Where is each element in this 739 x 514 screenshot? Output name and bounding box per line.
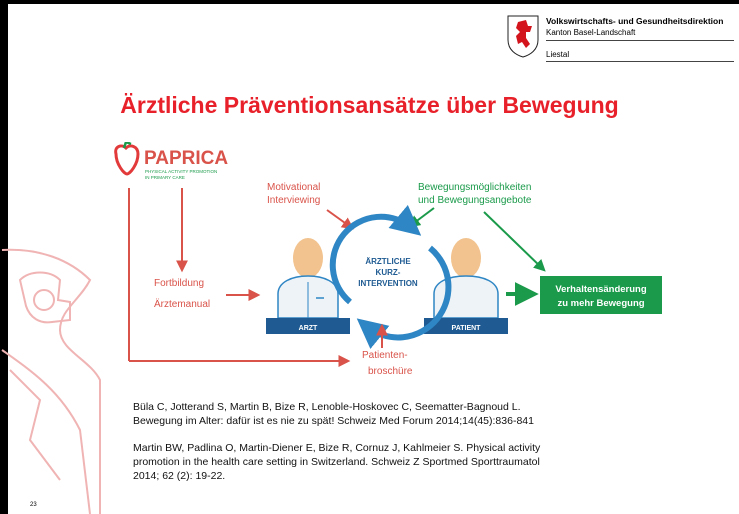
doctor-icon	[277, 238, 339, 319]
arzt-label: ARZT	[299, 325, 318, 332]
arrow-bewegung-center	[408, 207, 435, 228]
outcome-box	[540, 276, 662, 314]
fortbildung-label-1: Fortbildung	[154, 278, 204, 289]
patient-label: PATIENT	[452, 325, 482, 332]
reference-item: Büla C, Jotterand S, Martin B, Bize R, L…	[133, 401, 534, 427]
bewegung-label-1: Bewegungsmöglichkeiten	[418, 182, 531, 193]
canton-name: Kanton Basel-Landschaft	[546, 28, 636, 37]
arzt-label-box	[266, 318, 350, 334]
broschuere-label-1: Patienten-	[362, 350, 408, 361]
paprica-diagram: PAPRICA PHYSICAL ACTIVITY PROMOTION IN P…	[114, 142, 662, 377]
outcome-label-2: zu mehr Bewegung	[557, 298, 644, 309]
slide-title: Ärztliche Präventionsansätze über Bewegu…	[120, 92, 619, 118]
arrow-motivational	[326, 209, 354, 230]
org-name: Volkswirtschafts- und Gesundheitsdirekti…	[546, 16, 724, 26]
bewegung-label-2: und Bewegungsangebote	[418, 195, 532, 206]
patient-label-box	[424, 318, 508, 334]
page-number: 23	[30, 502, 37, 508]
reference-item: Martin BW, Padlina O, Martin-Diener E, B…	[133, 442, 541, 482]
fortbildung-label-2: Ärztemanual	[154, 298, 210, 310]
city-name: Liestal	[546, 50, 570, 59]
left-border	[0, 0, 8, 514]
logo-name: PAPRICA	[144, 148, 228, 169]
motivational-label-1: Motivational	[267, 182, 320, 193]
header-divider	[546, 40, 734, 41]
cycle-arrows-icon	[329, 204, 452, 350]
top-border	[0, 0, 739, 4]
arrow-bewegung-outcome	[483, 211, 546, 272]
center-label-3: INTERVENTION	[358, 279, 418, 288]
references: Büla C, Jotterand S, Martin B, Bize R, L…	[133, 400, 693, 496]
paprica-logo-icon	[114, 142, 140, 176]
header-divider	[546, 61, 734, 62]
broschuere-label-2: broschüre	[368, 366, 413, 377]
logo-subtitle-1: PHYSICAL ACTIVITY PROMOTION	[145, 169, 217, 174]
crest-watermark-icon	[1, 248, 101, 514]
center-label-1: ÄRZTLICHE	[365, 257, 411, 266]
center-label-2: KURZ-	[376, 268, 401, 277]
basel-crest-icon	[507, 15, 539, 58]
motivational-label-2: Interviewing	[267, 195, 320, 206]
org-header: Volkswirtschafts- und Gesundheitsdirekti…	[506, 14, 734, 64]
logo-subtitle-2: IN PRIMARY CARE	[145, 175, 185, 180]
outcome-label-1: Verhaltensänderung	[555, 284, 647, 295]
